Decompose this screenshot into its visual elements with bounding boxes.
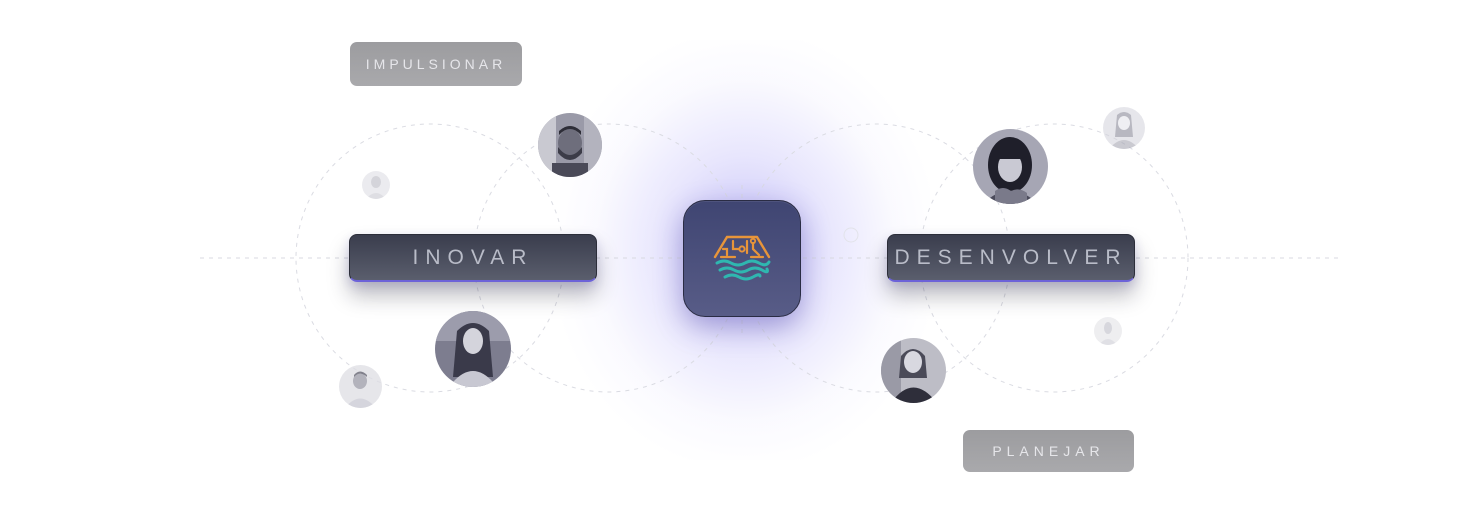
avatar-woman-long-hair [435,311,511,387]
desenvolver-pill: DESENVOLVER [887,234,1135,282]
orbit-ring-right-outer [919,123,1189,393]
inovar-pill: INOVAR [349,234,597,282]
avatar-person-small [1103,107,1145,149]
inovar-label: INOVAR [412,245,534,269]
planejar-label: PLANEJAR [992,443,1105,459]
impulsionar-label: IMPULSIONAR [365,56,507,72]
desenvolver-label: DESENVOLVER [894,245,1128,269]
center-logo-tile [683,200,801,317]
orbit-node-dot [843,227,859,243]
hexagon-circuit-waves-logo-icon [713,235,771,280]
woman-long-hair-photo-icon [435,311,511,387]
avatar-man-small [339,365,382,408]
woman-bangs-photo-icon [973,129,1048,204]
planejar-pill: PLANEJAR [963,430,1134,472]
faded-right-photo-icon [1094,317,1122,345]
man-small-photo-icon [339,365,382,408]
impulsionar-pill: IMPULSIONAR [350,42,522,86]
person-small-photo-icon [1103,107,1145,149]
avatar-faded-right [1094,317,1122,345]
avatar-man-beard [538,113,602,177]
faded-left-photo-icon [362,171,390,199]
woman-jacket-photo-icon [881,338,946,403]
avatar-faded-left [362,171,390,199]
avatar-woman-jacket [881,338,946,403]
avatar-woman-bangs [973,129,1048,204]
man-beard-photo-icon [538,113,602,177]
